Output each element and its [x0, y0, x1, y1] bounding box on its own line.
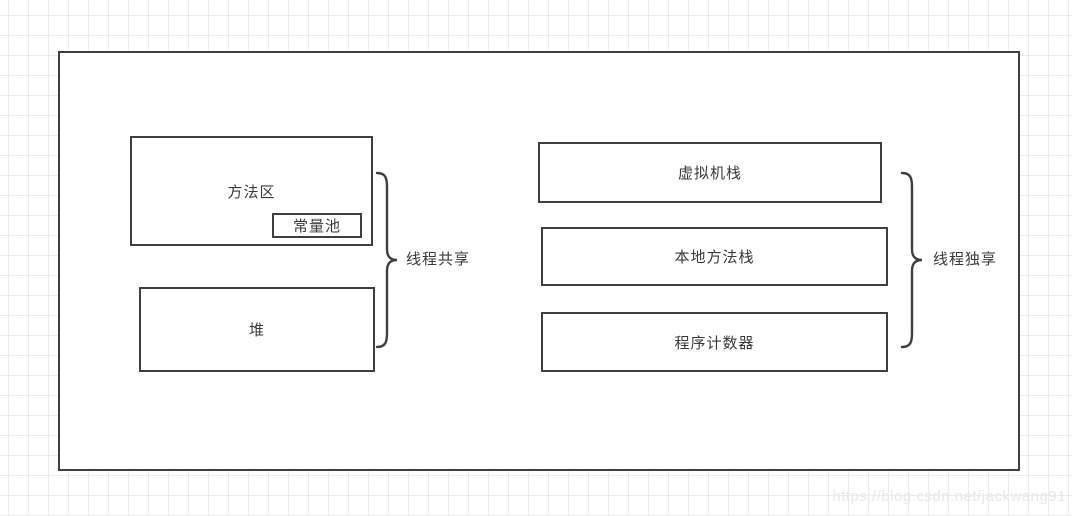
program-counter-label: 程序计数器	[674, 334, 755, 352]
vm-stack-label: 虚拟机栈	[677, 165, 742, 182]
thread-shared-brace-icon	[375, 171, 398, 349]
diagram-frame: 方法区 常量池 堆 线程共享 虚拟机栈 本地方法栈 程序计数器 线程独享	[58, 51, 1020, 471]
method-area-box: 方法区 常量池	[130, 136, 373, 246]
vm-stack-box: 虚拟机栈	[538, 142, 882, 203]
constant-pool-label: 常量池	[292, 218, 341, 235]
thread-exclusive-label: 线程独享	[933, 251, 998, 268]
thread-exclusive-brace-icon	[900, 171, 923, 349]
native-method-stack-label: 本地方法栈	[674, 249, 755, 266]
heap-label: 堆	[248, 322, 265, 339]
heap-box: 堆	[139, 287, 375, 372]
method-area-label: 方法区	[227, 183, 276, 201]
native-method-stack-box: 本地方法栈	[541, 227, 888, 286]
thread-shared-label: 线程共享	[406, 251, 471, 268]
constant-pool-box: 常量池	[272, 213, 362, 238]
program-counter-box: 程序计数器	[541, 312, 888, 372]
watermark: https://blog.csdn.net/jackwang91	[832, 488, 1066, 505]
